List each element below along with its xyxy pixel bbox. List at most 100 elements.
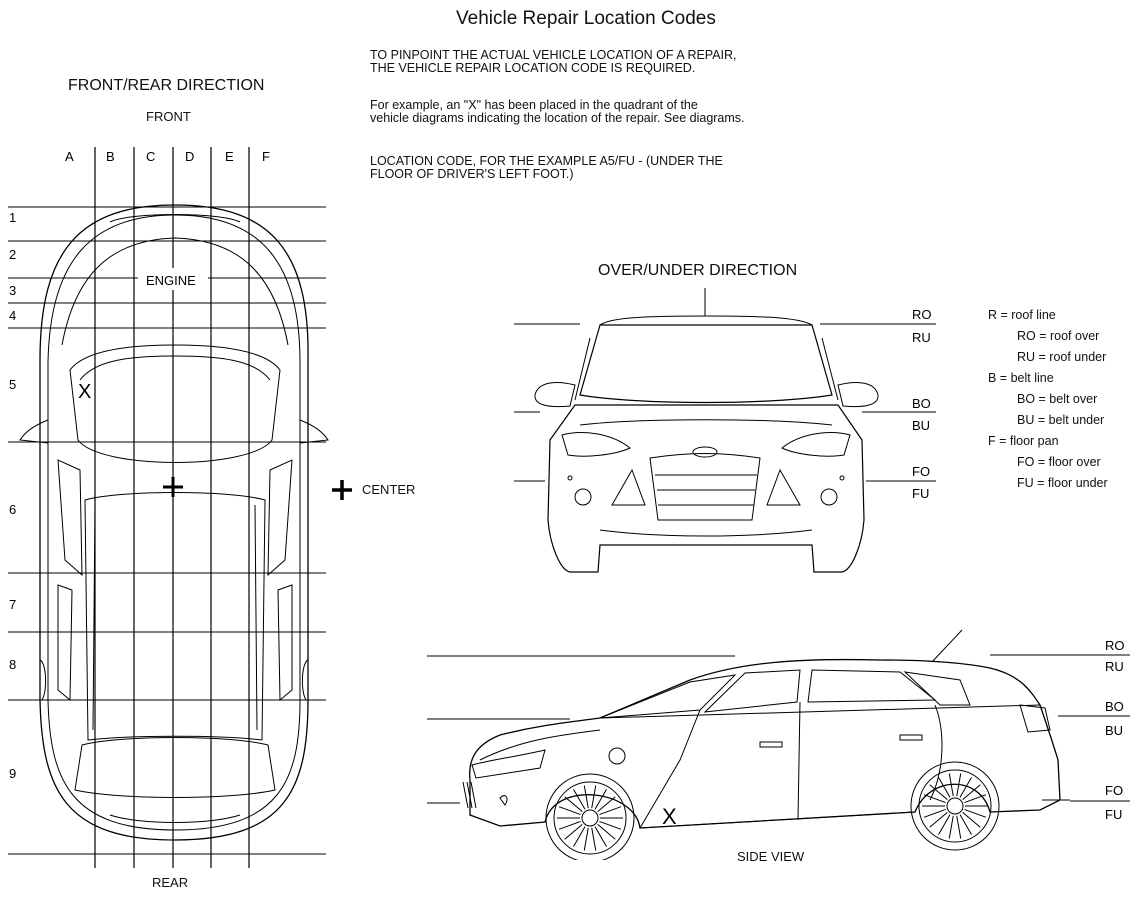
wheel-spoke [962, 812, 981, 828]
row-label-6: 6 [9, 502, 16, 517]
wheel-spoke [599, 806, 622, 816]
side-rear-window [807, 669, 937, 703]
front-code-ru: RU [912, 330, 931, 345]
row-labels: 1 2 3 4 5 6 7 8 9 [9, 210, 16, 781]
legend-item: RO = roof over [1017, 329, 1100, 343]
wheel-spoke [594, 789, 607, 810]
legend-item: F = floor pan [988, 434, 1059, 448]
wheel-spoke [938, 814, 951, 835]
side-headlight [471, 749, 546, 779]
wheel-spoke [597, 796, 616, 812]
wheel-spoke [948, 815, 954, 839]
wheel-spoke [594, 826, 607, 847]
front-code-fo: FO [912, 464, 930, 479]
wheel-spoke [923, 794, 946, 804]
front-windshield [579, 324, 833, 404]
wheel-spoke [923, 808, 946, 818]
over-under-heading: OVER/UNDER DIRECTION [598, 262, 798, 279]
column-label-d: D [185, 149, 194, 164]
wheel-spoke [597, 824, 616, 840]
wheel-spoke [929, 812, 948, 828]
legend-item: BO = belt over [1017, 392, 1098, 406]
center-plus-icon [163, 477, 183, 497]
right-mirror [299, 419, 329, 444]
side-front-window [703, 669, 801, 713]
legend-item: R = roof line [988, 308, 1056, 322]
wheel-spoke [564, 796, 583, 812]
wheel-spoke [558, 806, 581, 816]
center-label: CENTER [362, 482, 416, 497]
location-code-line-1: LOCATION CODE, FOR THE EXAMPLE A5/FU - (… [370, 154, 723, 168]
side-windshield [599, 674, 737, 719]
engine-label: ENGINE [146, 273, 196, 288]
row-label-9: 9 [9, 766, 16, 781]
repair-mark-top: X [78, 381, 91, 403]
wheel-spoke [591, 785, 597, 809]
legend: R = roof line RO = roof over RU = roof und… [988, 305, 1108, 494]
center-plus-icon [332, 480, 352, 500]
legend-item: BU = belt under [1017, 413, 1105, 427]
left-mirror [19, 419, 49, 444]
row-label-3: 3 [9, 283, 16, 298]
legend-item: B = belt line [988, 371, 1054, 385]
side-code-ru: RU [1105, 659, 1124, 674]
intro-line-2: THE VEHICLE REPAIR LOCATION CODE IS REQU… [370, 61, 696, 75]
front-right-mirror [837, 382, 879, 408]
page-title: Vehicle Repair Location Codes [456, 8, 716, 29]
side-view-diagram: RO RU BO BU FO FU X [427, 629, 1130, 860]
wheel-spoke [573, 826, 586, 847]
wheel-spoke [583, 827, 589, 851]
side-code-fo: FO [1105, 783, 1123, 798]
front-wheel [545, 773, 635, 860]
example-line-2: vehicle diagrams indicating the location… [370, 111, 745, 125]
row-label-2: 2 [9, 247, 16, 262]
row-label-5: 5 [9, 377, 16, 392]
column-label-a: A [65, 149, 74, 164]
column-label-e: E [225, 149, 234, 164]
top-view-diagram: ENGINE A B C D E F 1 2 3 4 5 6 7 8 9 X [8, 147, 329, 868]
side-code-ro: RO [1105, 638, 1125, 653]
side-quarter-window [903, 671, 971, 706]
windshield [69, 344, 281, 463]
repair-mark-side: X [662, 804, 677, 829]
front-label: FRONT [146, 109, 191, 124]
rear-wheel [910, 761, 1000, 851]
front-body [547, 404, 865, 573]
example-line-1: For example, an "X" has been placed in t… [370, 98, 698, 112]
wheel-spoke [964, 808, 987, 818]
wheel-spoke [591, 827, 597, 851]
side-code-bu: BU [1105, 723, 1123, 738]
side-code-bo: BO [1105, 699, 1124, 714]
wheel-spoke [948, 773, 954, 797]
right-headlight [781, 432, 851, 457]
location-code-line-2: FLOOR OF DRIVER'S LEFT FOOT.) [370, 167, 574, 181]
wheel-spoke [959, 814, 972, 835]
front-roof [599, 315, 813, 326]
front-code-fu: FU [912, 486, 929, 501]
wheel-spoke [573, 789, 586, 810]
rear-label: REAR [152, 875, 189, 890]
wheel-spoke [929, 784, 948, 800]
wheel-spoke [564, 824, 583, 840]
side-view-label: SIDE VIEW [737, 849, 805, 864]
wheel-spoke [558, 820, 581, 830]
wheel-spoke [583, 785, 589, 809]
wheel-spoke [962, 784, 981, 800]
legend-item: RU = roof under [1017, 350, 1107, 364]
column-label-c: C [146, 149, 155, 164]
legend-item: FO = floor over [1017, 455, 1101, 469]
left-headlight [561, 432, 631, 457]
front-code-bo: BO [912, 396, 931, 411]
front-view-diagram: RO RU BO BU FO FU [514, 288, 936, 573]
row-label-1: 1 [9, 210, 16, 225]
legend-item: FU = floor under [1017, 476, 1108, 490]
side-code-fu: FU [1105, 807, 1122, 822]
front-badge [692, 446, 718, 458]
wheel-spoke [959, 777, 972, 798]
roof [84, 492, 266, 741]
front-code-bu: BU [912, 418, 930, 433]
wheel-spoke [599, 820, 622, 830]
antenna [931, 629, 963, 663]
wheel-spoke [956, 773, 962, 797]
wheel-spoke [964, 794, 987, 804]
